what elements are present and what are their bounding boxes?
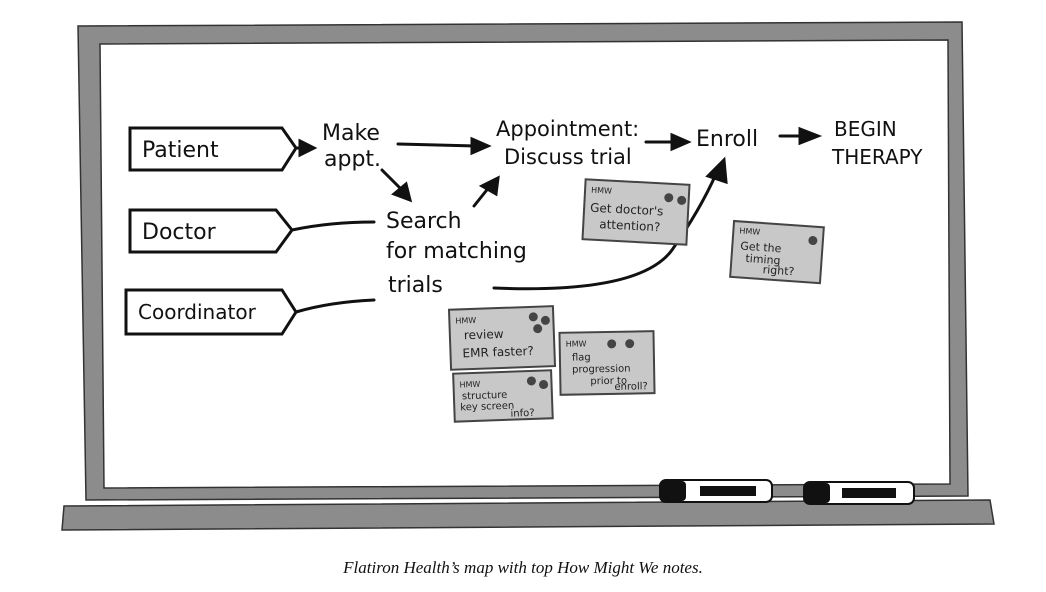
role-patient: Patient: [128, 126, 298, 172]
note-text: Get doctor's attention?: [589, 201, 668, 235]
note-hmw-label: HMW: [455, 316, 476, 326]
marker-left: [659, 479, 773, 503]
role-coordinator-label: Coordinator: [138, 300, 257, 324]
whiteboard-frame: [77, 21, 969, 501]
arrow-make-to-appointment: [396, 142, 478, 148]
step-appointment-line2: Discuss trial: [504, 145, 632, 169]
step-search-line3: trials: [388, 273, 443, 298]
note-text: Get the timing right?: [738, 240, 796, 279]
hmw-note-structure: HMW structure key screen info?: [452, 369, 554, 423]
figure-caption: Flatiron Health’s map with top How Might…: [343, 558, 703, 577]
step-make-line2: appt.: [324, 147, 381, 172]
role-coordinator: Coordinator: [124, 288, 298, 336]
marker-right: [803, 481, 915, 505]
note-hmw-label: HMW: [591, 186, 612, 196]
note-text: structure key screen info?: [460, 389, 535, 422]
arrow-make-to-search: [380, 168, 404, 192]
note-hmw-label: HMW: [739, 226, 760, 236]
step-appointment: Appointment: Discuss trial: [496, 117, 646, 169]
step-search-line1: Search: [386, 209, 462, 234]
step-enroll: Enroll: [696, 127, 758, 152]
step-appointment-line1: Appointment:: [496, 117, 639, 141]
line-doctor-to-search: [290, 220, 376, 232]
hmw-note-flag-progression: HMW flag progression prior to enroll?: [558, 330, 656, 396]
note-hmw-label: HMW: [459, 380, 480, 390]
step-begin-therapy: BEGIN THERAPY: [831, 117, 923, 169]
note-hmw-label: HMW: [566, 339, 587, 348]
line-coordinator-to-search: [294, 298, 376, 314]
note-text: flag progression prior to enroll?: [572, 351, 648, 393]
hmw-note-doctor-attention: HMW Get doctor's attention?: [581, 178, 691, 246]
arrow-search-to-enroll: [492, 172, 718, 291]
role-patient-label: Patient: [142, 138, 219, 163]
step-begin-line2: THERAPY: [831, 145, 923, 169]
hmw-note-timing: HMW Get the timing right?: [729, 219, 825, 285]
step-begin-line1: BEGIN: [834, 117, 897, 141]
note-text: review EMR faster?: [462, 326, 534, 360]
role-doctor-label: Doctor: [142, 220, 217, 245]
step-search-line2: for matching: [386, 239, 527, 264]
hmw-note-emr: HMW review EMR faster?: [447, 305, 557, 371]
role-doctor: Doctor: [128, 208, 294, 254]
step-search: Search for matching trials: [386, 209, 534, 298]
step-make-appt: Make appt.: [322, 121, 387, 172]
step-make-line1: Make: [322, 121, 380, 146]
